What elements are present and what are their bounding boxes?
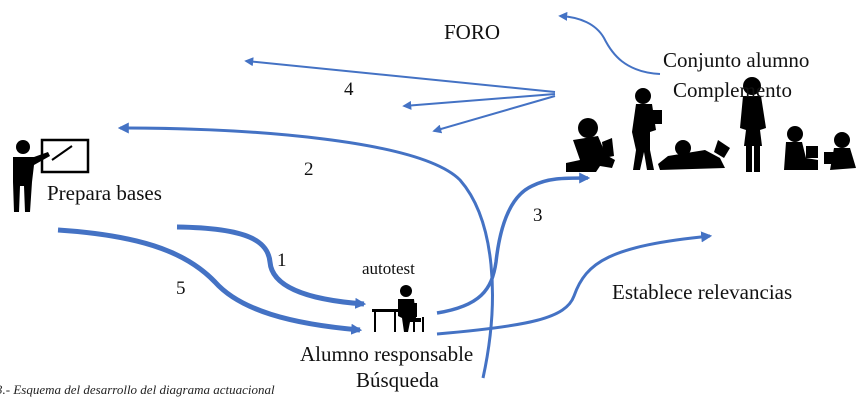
label-establece-relevancias: Establece relevancias — [612, 280, 793, 304]
label-busqueda: Búsqueda — [356, 368, 439, 392]
step-number-2: 2 — [304, 159, 314, 180]
arrow-4-top — [244, 57, 556, 93]
arrow-3 — [436, 172, 591, 315]
label-alumno-responsable: Alumno responsable — [300, 342, 474, 366]
arrow-2 — [117, 122, 494, 379]
step-number-5: 5 — [176, 278, 186, 299]
label-autotest: autotest — [362, 259, 415, 278]
label-prepara-bases: Prepara bases — [47, 181, 162, 205]
arrow-1 — [176, 224, 367, 309]
label-complemento: Complemento — [673, 78, 792, 102]
arrow-4-bottom — [432, 95, 556, 134]
children-reading-silhouettes-icon — [566, 77, 856, 172]
label-foro: FORO — [444, 20, 501, 44]
arrows — [57, 11, 713, 379]
arrow-complemento-foro — [558, 11, 661, 75]
label-conjunto-alumno: Conjunto alumno — [663, 48, 810, 72]
student-desk-icon — [372, 285, 424, 332]
step-number-1: 1 — [277, 250, 287, 271]
arrow-relevancias — [436, 231, 713, 336]
arrow-5 — [57, 227, 363, 335]
step-number-3: 3 — [533, 205, 543, 226]
teacher-board-icon — [13, 138, 90, 212]
figure-caption: 3.- Esquema del desarrollo del diagrama … — [0, 382, 275, 397]
arrow-4-mid — [402, 93, 556, 110]
step-number-4: 4 — [344, 79, 354, 100]
